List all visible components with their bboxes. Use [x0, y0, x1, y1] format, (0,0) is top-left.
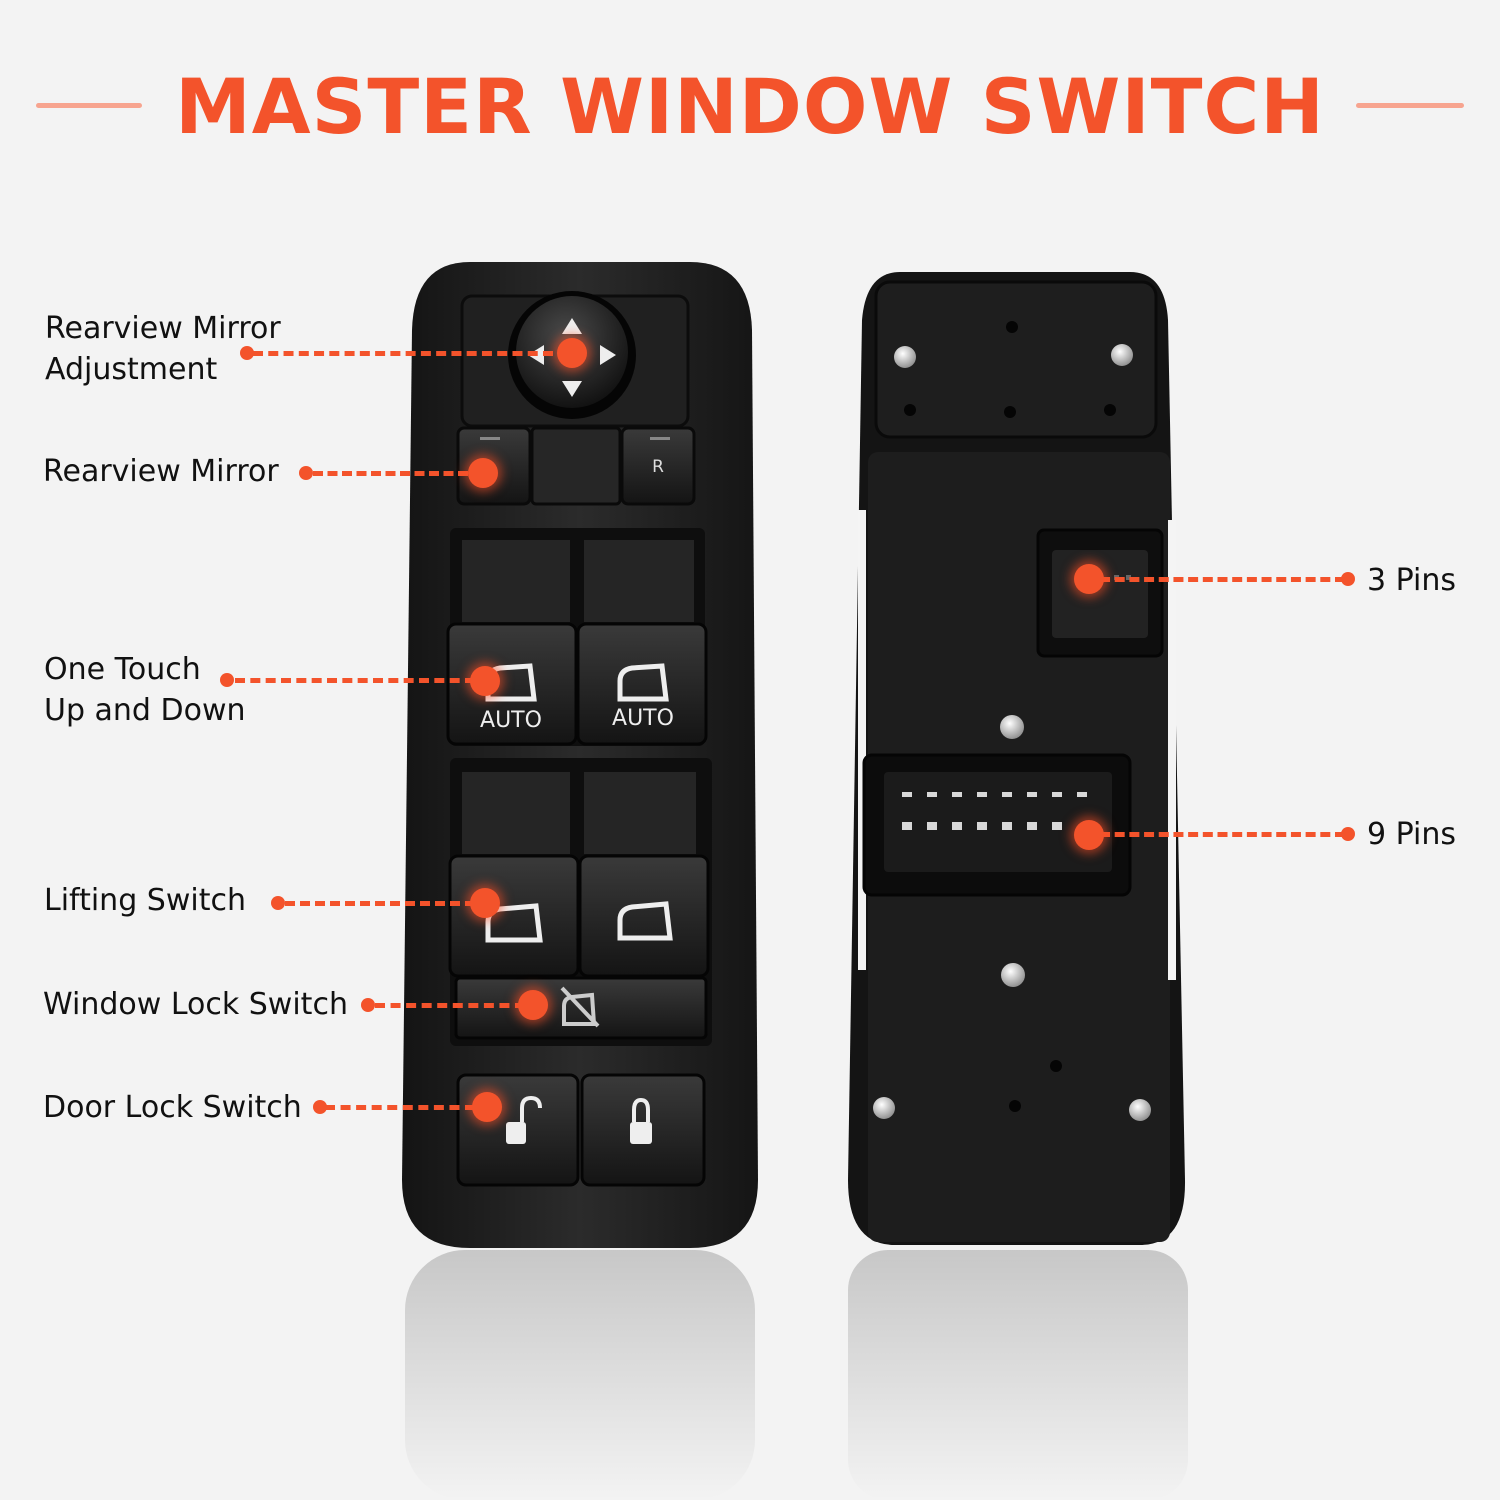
auto-right-label: AUTO: [612, 706, 674, 731]
callout-9-pins: 9 Pins: [1367, 817, 1457, 852]
leader-dot: [271, 896, 285, 910]
title-rule-left: [36, 103, 142, 108]
leader-dot: [240, 346, 254, 360]
title-rule-right: [1356, 103, 1464, 108]
hotspot-lifting-switch: [470, 888, 500, 918]
leader-dot: [220, 673, 234, 687]
screw-icon: [873, 1097, 895, 1119]
screw-icon: [1129, 1099, 1151, 1121]
screw-icon: [1111, 344, 1133, 366]
screw-icon: [1000, 715, 1024, 739]
leader-line: [325, 1105, 475, 1110]
callout-3-pins: 3 Pins: [1367, 563, 1457, 598]
hotspot-one-touch: [470, 666, 500, 696]
reflection: [405, 1250, 1188, 1500]
screw-icon: [1001, 963, 1025, 987]
hotspot-rearview-mirror: [468, 458, 498, 488]
screw-icon: [894, 346, 916, 368]
leader-dot: [1341, 572, 1355, 586]
leader-line: [285, 901, 475, 906]
hotspot-9-pins: [1074, 820, 1104, 850]
window-up-icon: [617, 901, 673, 941]
window-lock-icon: [560, 986, 600, 1028]
callout-door-lock: Door Lock Switch: [43, 1090, 302, 1125]
leader-line: [253, 351, 553, 356]
page-title: MASTER WINDOW SWITCH: [175, 62, 1325, 151]
leader-dot: [313, 1100, 327, 1114]
leader-line: [375, 1003, 525, 1008]
lock-icon: [630, 1097, 652, 1144]
auto-left-label: AUTO: [480, 708, 542, 733]
callout-window-lock: Window Lock Switch: [43, 987, 348, 1022]
leader-line: [1100, 577, 1345, 582]
callout-one-touch: One Touch Up and Down: [44, 652, 246, 728]
leader-line: [235, 678, 475, 683]
leader-dot: [299, 466, 313, 480]
leader-dot: [361, 998, 375, 1012]
hotspot-mirror-adjustment: [557, 338, 587, 368]
leader-line: [1100, 832, 1345, 837]
rear-switch-panel: [848, 272, 1186, 1245]
callout-lifting-switch: Lifting Switch: [44, 883, 246, 918]
connector-icon: [862, 753, 1132, 897]
hotspot-window-lock: [518, 990, 548, 1020]
callout-mirror-adjustment: Rearview Mirror Adjustment: [45, 311, 281, 387]
unlock-icon: [506, 1095, 542, 1144]
leader-dot: [1341, 827, 1355, 841]
callout-rearview-mirror: Rearview Mirror: [43, 454, 279, 489]
mirror-right-label: R: [652, 457, 664, 477]
leader-line: [313, 471, 468, 476]
hotspot-3-pins: [1074, 564, 1104, 594]
window-up-icon: [617, 663, 669, 702]
connector-icon: [1036, 528, 1164, 658]
hotspot-door-lock: [472, 1092, 502, 1122]
front-switch-panel: R AUTO AUTO: [402, 262, 758, 1248]
